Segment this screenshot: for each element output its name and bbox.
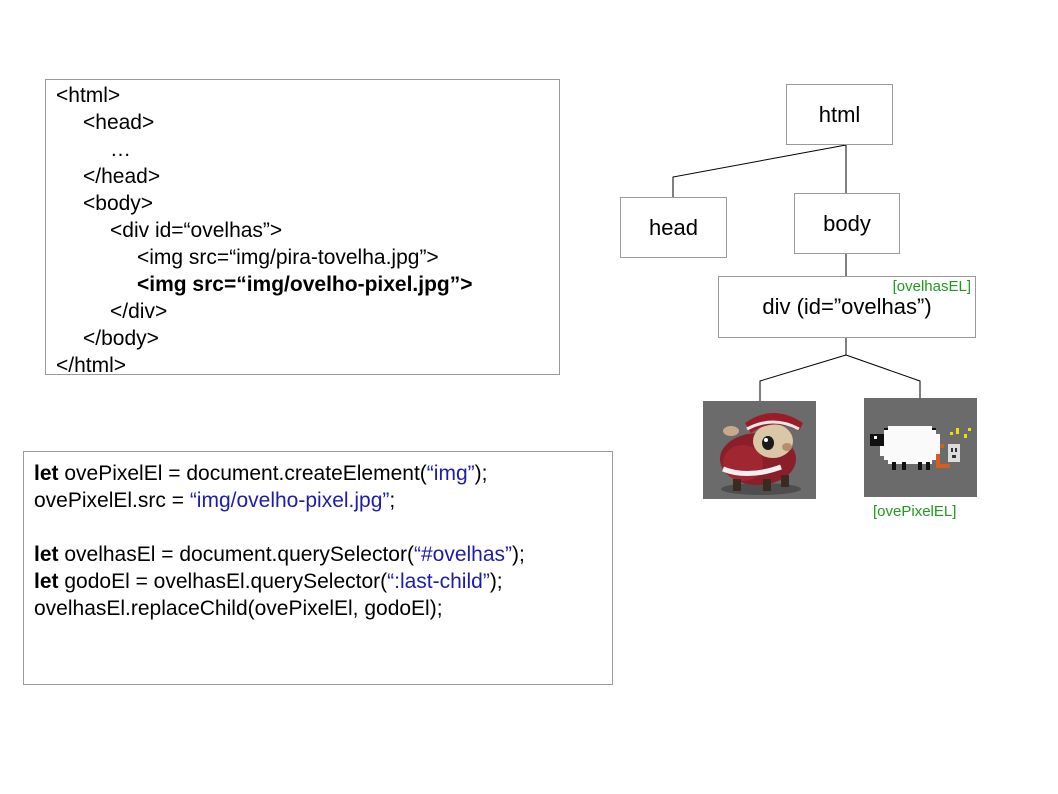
code-text: ovePixelEl = document.createElement(: [58, 462, 427, 485]
js-line-3: let ovelhasEl = document.querySelector(“…: [34, 541, 612, 568]
js-line-5: ovelhasEl.replaceChild(ovePixelEl, godoE…: [34, 595, 612, 622]
js-line-1: let ovePixelEl = document.createElement(…: [34, 460, 612, 487]
string-literal: “#ovelhas”: [413, 543, 513, 566]
code-text: ovelhasEl = document.querySelector(: [58, 543, 414, 566]
node-label: html: [818, 101, 861, 127]
edge-html-head: [672, 144, 847, 197]
code-line: <body>: [83, 192, 154, 215]
code-line: <html>: [56, 84, 121, 107]
node-label: div (id=”ovelhas”): [762, 294, 932, 319]
variable-tag: [ovelhasEL]: [892, 278, 971, 295]
edge-div-img2: [845, 354, 921, 398]
string-literal: “img”: [426, 462, 475, 485]
html-code-panel: <html> <head> … </head> <body> <div id=“…: [45, 79, 560, 377]
js-line-2: ovePixelEl.src = “img/ovelho-pixel.jpg”;: [34, 487, 612, 514]
code-text: );: [474, 462, 488, 485]
code-line: …: [110, 138, 131, 161]
keyword: let: [34, 570, 59, 593]
code-line: </div>: [110, 300, 168, 323]
code-line: </html>: [56, 354, 127, 377]
js-line-4: let godoEl = ovelhasEl.querySelector(“:l…: [34, 568, 612, 595]
code-line: </body>: [83, 327, 159, 350]
tree-node-body: body: [794, 193, 900, 254]
keyword: let: [34, 543, 59, 566]
code-text: );: [489, 570, 503, 593]
js-code-panel: let ovePixelEl = document.createElement(…: [23, 451, 613, 685]
sheep-hood-icon: [703, 401, 816, 499]
code-text: ovePixelEl.src =: [34, 489, 190, 512]
code-line: </head>: [83, 165, 161, 188]
code-line-highlighted: <img src=“img/ovelho-pixel.jpg”>: [137, 273, 473, 296]
code-line: <img src=“img/pira-tovelha.jpg”>: [137, 246, 439, 269]
string-literal: “:last-child”: [387, 570, 490, 593]
code-text: ovelhasEl.replaceChild(ovePixelEl, godoE…: [34, 597, 443, 620]
tree-node-head: head: [620, 197, 727, 258]
tree-node-div: [ovelhasEL] div (id=”ovelhas”): [718, 276, 976, 338]
variable-tag: [ovePixelEL]: [873, 503, 957, 520]
node-label: head: [649, 214, 698, 240]
code-line: <head>: [83, 111, 155, 134]
pixel-sheep-icon: [864, 398, 977, 497]
string-literal: “img/ovelho-pixel.jpg”: [189, 489, 390, 512]
code-line: <div id=“ovelhas”>: [110, 219, 283, 242]
code-text: );: [512, 543, 525, 566]
code-text: godoEl = ovelhasEl.querySelector(: [58, 570, 388, 593]
sheep-hood-image: [703, 401, 816, 499]
edge-div-img1: [759, 354, 847, 401]
code-text: ;: [389, 489, 396, 512]
pixel-sheep-image: [864, 398, 977, 497]
keyword: let: [34, 462, 59, 485]
node-label: body: [823, 210, 871, 236]
tree-node-html: html: [786, 84, 893, 145]
